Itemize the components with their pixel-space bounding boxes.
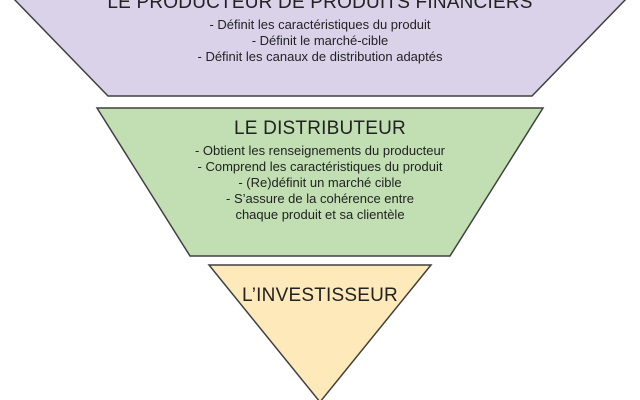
distributor-line: - Comprend les caractéristiques du produ…	[197, 159, 443, 174]
producer-tier-text: LE PRODUCTEUR DE PRODUITS FINANCIERS - D…	[0, 0, 640, 65]
producer-line: - Définit les canaux de distribution ada…	[197, 49, 443, 64]
distributor-tier-shape	[95, 107, 545, 257]
producer-title: LE PRODUCTEUR DE PRODUITS FINANCIERS	[107, 0, 533, 13]
distributor-tier-text: LE DISTRIBUTEUR - Obtient les renseignem…	[0, 118, 640, 223]
producer-line: - Définit les caractéristiques du produi…	[209, 17, 431, 32]
distributor-line: - Obtient les renseignements du producte…	[194, 143, 446, 158]
investor-tier-shape	[207, 264, 433, 400]
distributor-line: - S’assure de la cohérence entre	[226, 191, 414, 206]
investor-title: L’INVESTISSEUR	[242, 285, 398, 306]
distributor-line: chaque produit et sa clientèle	[235, 207, 405, 222]
producer-tier-shape	[13, 0, 627, 97]
distributor-title: LE DISTRIBUTEUR	[234, 118, 406, 139]
producer-line: - Définit le marché-cible	[251, 33, 389, 48]
distributor-line: - (Re)définit un marché cible	[238, 175, 402, 190]
investor-tier-text: L’INVESTISSEUR	[0, 285, 640, 310]
